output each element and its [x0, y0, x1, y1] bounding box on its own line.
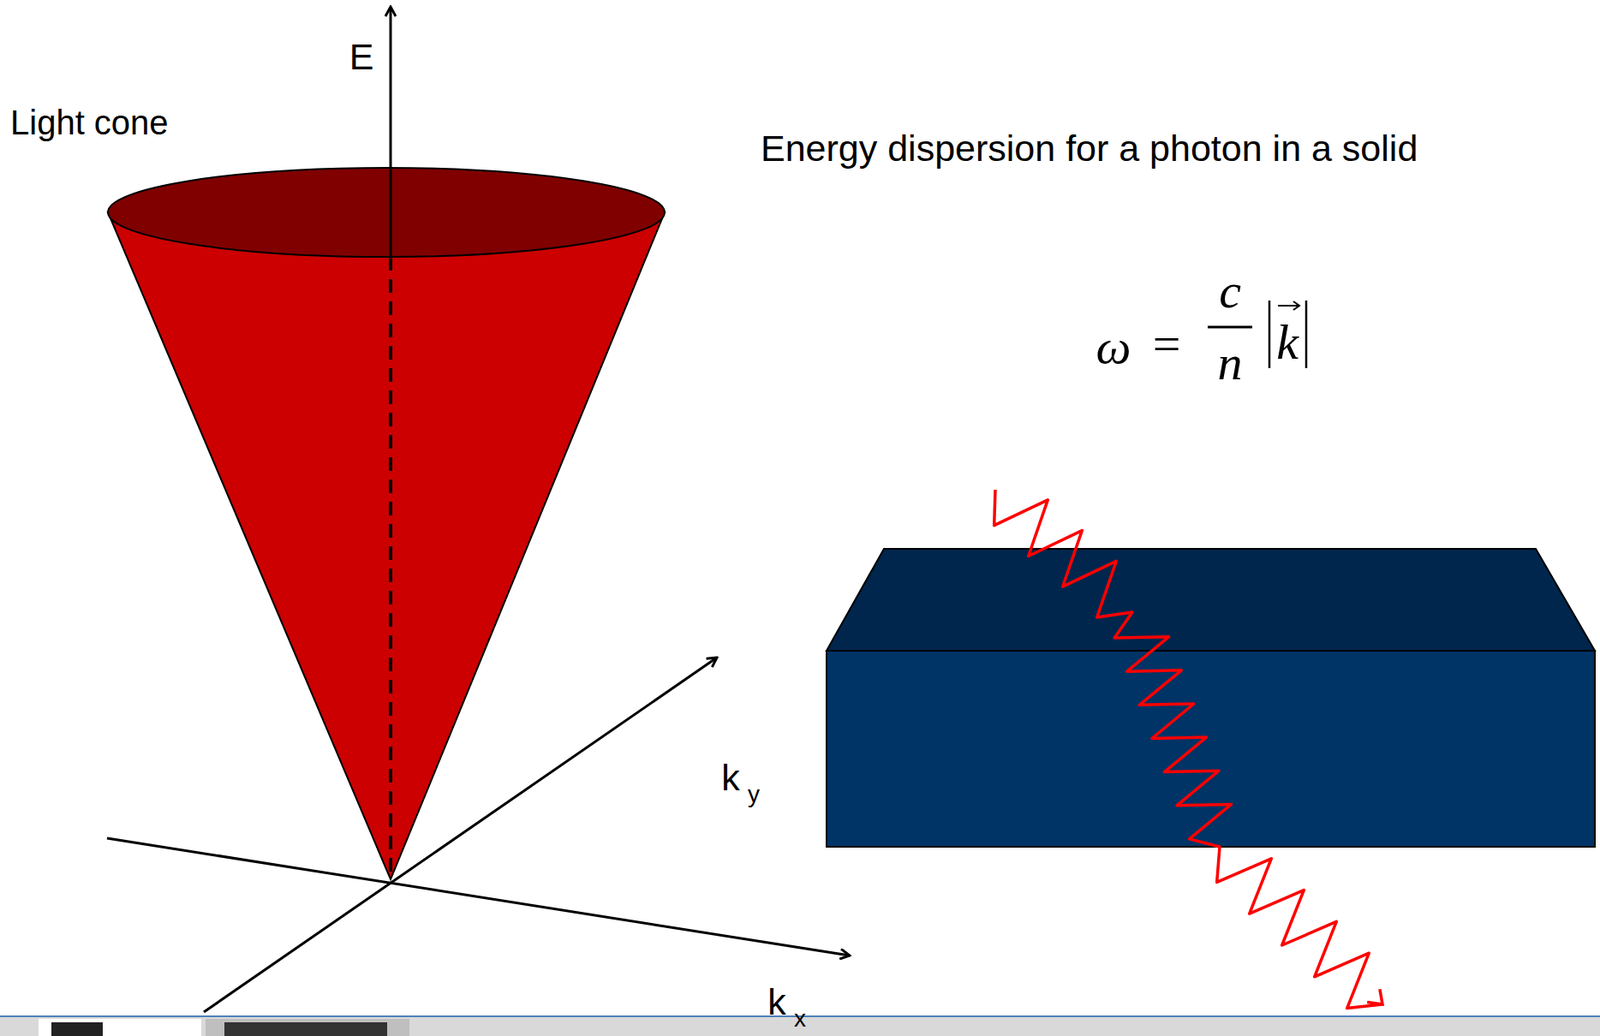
axis-subscript: y — [747, 782, 760, 807]
axis-label: k — [721, 759, 741, 797]
energy-axis — [389, 6, 393, 170]
photon-wave — [994, 489, 1383, 1009]
slab-front — [826, 650, 1595, 848]
ky-axis — [203, 657, 717, 1013]
equation-symbol: n — [1217, 338, 1243, 389]
vector-arrow-head — [1293, 301, 1300, 311]
equation-symbol: = — [1152, 319, 1182, 370]
vector-arrow — [1277, 304, 1299, 307]
cone-body — [107, 212, 665, 880]
slab-top — [826, 549, 1595, 651]
logo-box — [38, 1019, 202, 1036]
abs-bar — [1305, 300, 1308, 369]
cone-axis-dashed — [388, 256, 393, 880]
photon-arrowhead — [1367, 989, 1383, 1005]
slide-title: Energy dispersion for a photon in a soli… — [760, 130, 1418, 168]
cone-top — [107, 167, 665, 257]
axis-label: k — [767, 984, 787, 1021]
energy-axis-upper — [389, 169, 393, 257]
equation-symbol: c — [1218, 266, 1242, 317]
plot-label: Light cone — [10, 105, 169, 140]
kx-axis — [107, 838, 850, 956]
equation-symbol: k — [1276, 317, 1299, 368]
logo-mark — [51, 1022, 103, 1036]
abs-bar — [1268, 300, 1272, 369]
axis-subscript: x — [794, 1007, 806, 1032]
fraction-bar — [1207, 326, 1253, 329]
logo-box — [205, 1019, 410, 1036]
logo-mark — [224, 1022, 388, 1036]
equation-symbol: ω — [1096, 322, 1132, 372]
axis-label: E — [349, 38, 375, 76]
